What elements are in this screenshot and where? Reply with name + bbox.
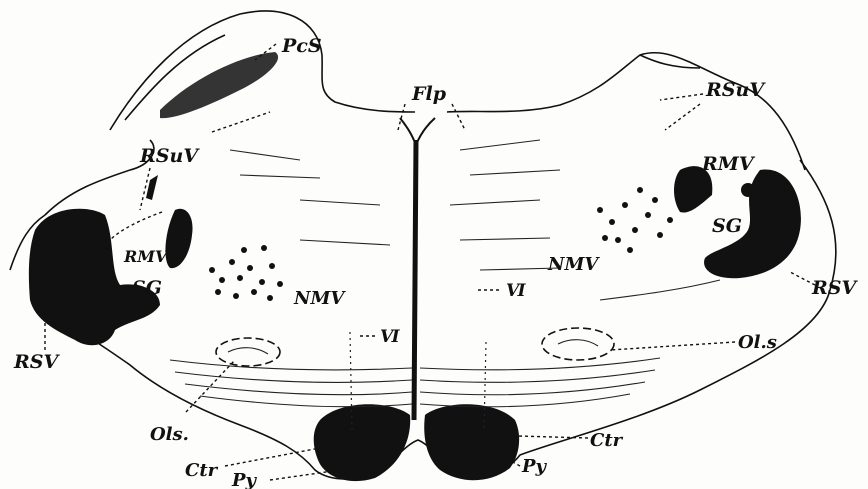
label-ols-left: Ols. bbox=[150, 424, 189, 445]
label-py-right: Py bbox=[521, 456, 548, 477]
label-nmv-left: NMⅤ bbox=[293, 288, 346, 309]
label-rmv-left: RMⅤ bbox=[123, 247, 169, 266]
label-rmv-right: RMⅤ bbox=[701, 153, 756, 175]
label-rsv-left: RSⅤ bbox=[13, 351, 61, 373]
nmv-left-cells bbox=[209, 245, 283, 301]
label-nmv-right: NMⅤ bbox=[547, 254, 600, 275]
label-sg-right: SG bbox=[712, 215, 742, 237]
midline-raphe bbox=[400, 118, 435, 420]
label-ctr-right: Ctr bbox=[590, 430, 624, 451]
pontine-fibers bbox=[170, 140, 720, 407]
label-ols-right: Ol.s bbox=[738, 332, 777, 353]
label-rsuv-right: RSuⅤ bbox=[705, 79, 766, 101]
label-vi-right: Ⅵ bbox=[506, 281, 526, 301]
label-rsv-right: RSⅤ bbox=[811, 277, 859, 299]
label-ctr-left: Ctr bbox=[185, 460, 219, 481]
label-rsuv-left: RSuⅤ bbox=[139, 145, 200, 167]
label-flp: Flp bbox=[411, 83, 447, 105]
left-rsv-mass bbox=[29, 175, 193, 345]
pcs-tract bbox=[160, 52, 278, 118]
label-pcs: PcS bbox=[281, 35, 322, 57]
label-vi-left: Ⅵ bbox=[380, 327, 400, 347]
label-sg-left: SG bbox=[132, 277, 162, 299]
nmv-right-cells bbox=[597, 187, 673, 253]
label-py-left: Py bbox=[231, 470, 258, 489]
